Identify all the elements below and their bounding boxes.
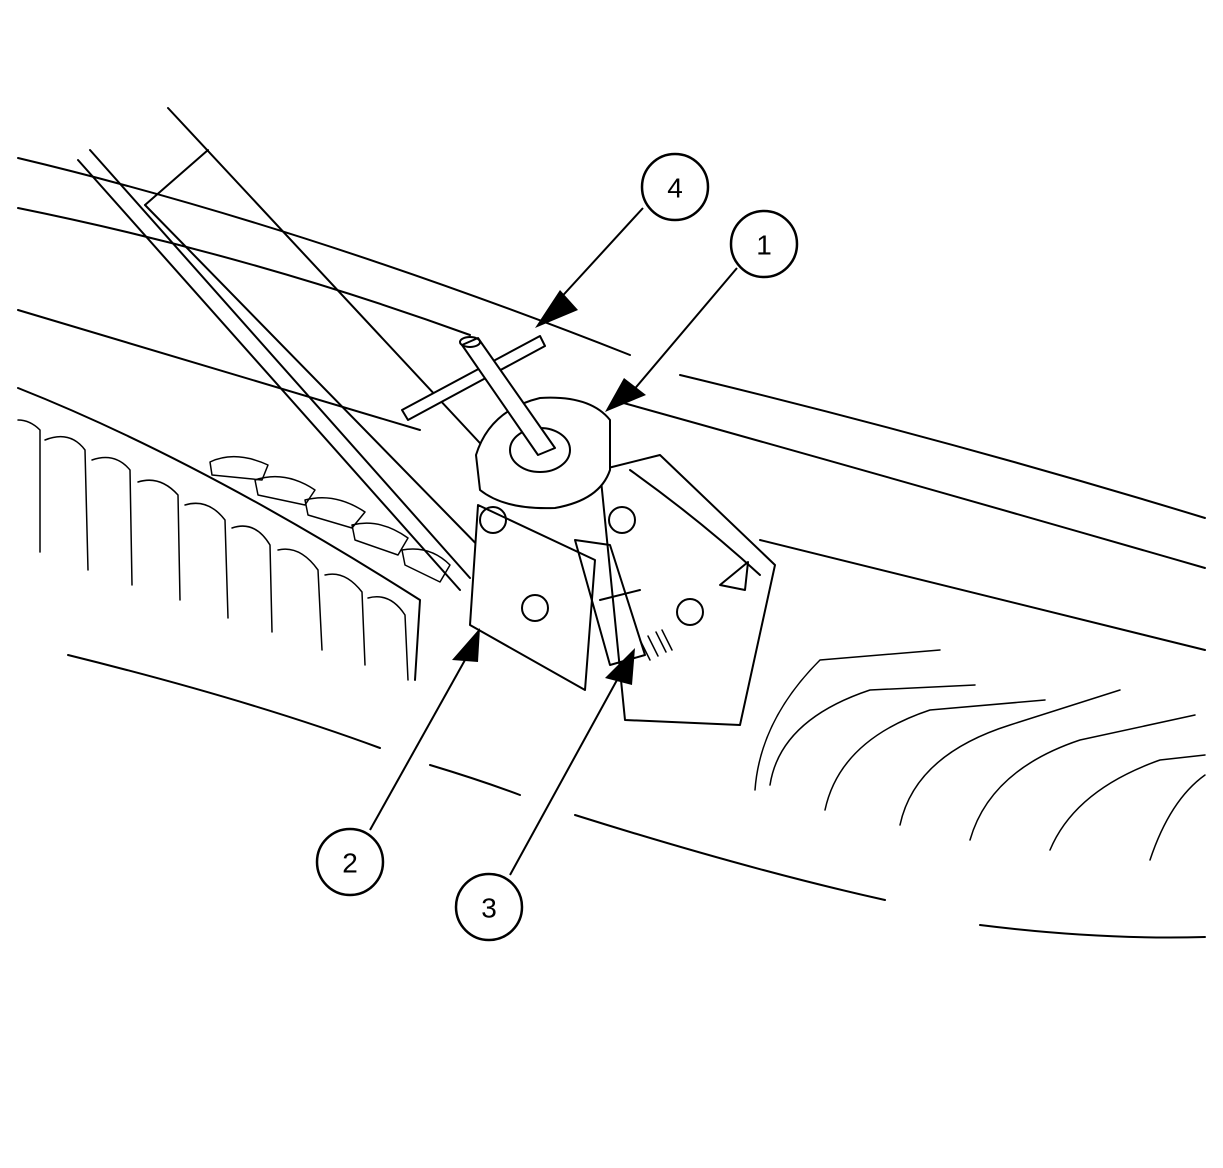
t-handle (401, 335, 556, 456)
wiper-arm (77, 107, 506, 591)
leader-1 (631, 267, 738, 393)
forcing-screw (574, 539, 673, 666)
callout-3-label: 3 (481, 893, 497, 924)
callout-1-label: 1 (756, 230, 772, 261)
cowl-panel (17, 157, 1206, 939)
arrowhead-3 (605, 648, 635, 685)
puller-tool (469, 454, 776, 726)
arrowhead-1 (605, 378, 646, 412)
callout-1: 1 (729, 209, 799, 279)
callout-4-label: 4 (667, 173, 683, 204)
callout-3: 3 (454, 872, 524, 942)
callout-4: 4 (640, 152, 710, 222)
leader-3 (509, 679, 618, 876)
arrowhead-2 (452, 628, 480, 662)
leader-2 (369, 659, 466, 831)
callout-2-label: 2 (342, 848, 358, 879)
left-grille (17, 387, 451, 681)
leader-lines (369, 207, 738, 876)
right-grille (754, 649, 1206, 861)
callout-2: 2 (315, 827, 385, 897)
arrowhead-4 (535, 290, 578, 328)
